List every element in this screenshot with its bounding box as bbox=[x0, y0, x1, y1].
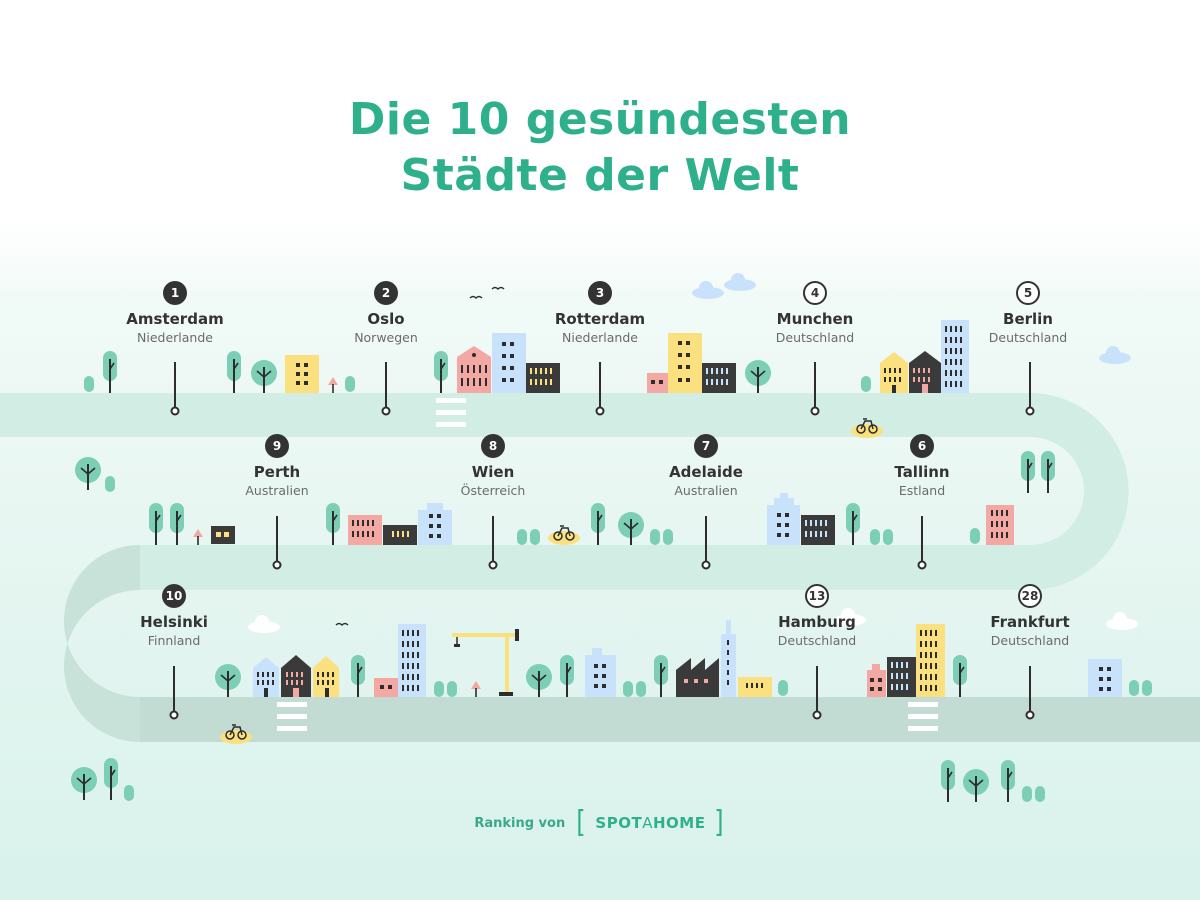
logo-text-spot: SPOT bbox=[595, 814, 643, 832]
rank-badge: 10 bbox=[162, 584, 186, 608]
city-name: Adelaide bbox=[669, 463, 743, 481]
rank-badge: 3 bbox=[588, 281, 612, 305]
title-line-1: Die 10 gesündesten bbox=[348, 94, 852, 145]
city-country: Norwegen bbox=[354, 330, 418, 345]
city-label-3: 3 Rotterdam Niederlande bbox=[520, 281, 680, 347]
city-name: Perth bbox=[253, 463, 301, 481]
logo-bracket-right: ] bbox=[714, 805, 725, 840]
road-bottom-lane bbox=[140, 697, 1200, 742]
city-name: Rotterdam bbox=[554, 310, 646, 328]
city-label-10: 10 Helsinki Finnland bbox=[94, 584, 254, 650]
city-name: Helsinki bbox=[140, 613, 208, 631]
city-label-8: 8 Wien Österreich bbox=[413, 434, 573, 500]
city-country: Deutschland bbox=[988, 330, 1068, 345]
infographic-title: Die 10 gesündesten Städte der Welt bbox=[0, 92, 1200, 204]
city-label-9: 9 Perth Australien bbox=[197, 434, 357, 500]
city-label-6: 6 Tallinn Estland bbox=[842, 434, 1002, 500]
rank-badge: 8 bbox=[481, 434, 505, 458]
city-country: Niederlande bbox=[137, 330, 213, 345]
city-label-7: 7 Adelaide Australien bbox=[626, 434, 786, 500]
rank-badge: 5 bbox=[1016, 281, 1040, 305]
city-label-4: 4 Munchen Deutschland bbox=[735, 281, 895, 347]
ranking-by-label: Ranking von bbox=[474, 815, 566, 831]
rank-badge: 9 bbox=[265, 434, 289, 458]
crane-icon bbox=[452, 629, 519, 696]
city-name: Hamburg bbox=[778, 613, 856, 631]
city-country: Australien bbox=[245, 483, 309, 498]
city-country: Niederlande bbox=[562, 330, 638, 345]
city-label-28: 28 Frankfurt Deutschland bbox=[950, 584, 1110, 650]
city-country: Deutschland bbox=[990, 633, 1070, 648]
rank-badge: 28 bbox=[1018, 584, 1042, 608]
title-line-2: Städte der Welt bbox=[400, 150, 800, 201]
city-label-5: 5 Berlin Deutschland bbox=[948, 281, 1108, 347]
logo-text-home: HOME bbox=[652, 814, 706, 832]
city-country: Deutschland bbox=[775, 330, 855, 345]
city-country: Australien bbox=[674, 483, 738, 498]
city-name: Berlin bbox=[1003, 310, 1053, 328]
city-name: Wien bbox=[471, 463, 515, 481]
city-country: Deutschland bbox=[777, 633, 857, 648]
rank-badge: 6 bbox=[910, 434, 934, 458]
footer-credit: Ranking von [ SPOTAHOME ] bbox=[0, 805, 1200, 840]
logo-text-a: A bbox=[642, 814, 653, 832]
rank-badge: 7 bbox=[694, 434, 718, 458]
rank-badge: 4 bbox=[803, 281, 827, 305]
city-name: Munchen bbox=[776, 310, 854, 328]
city-name: Frankfurt bbox=[990, 613, 1070, 631]
rank-badge: 2 bbox=[374, 281, 398, 305]
city-country: Finnland bbox=[147, 633, 201, 648]
city-label-1: 1 Amsterdam Niederlande bbox=[95, 281, 255, 347]
city-country: Österreich bbox=[460, 483, 526, 498]
city-name: Amsterdam bbox=[126, 310, 224, 328]
logo-bracket-left: [ bbox=[576, 805, 587, 840]
road-top bbox=[0, 393, 1200, 742]
spotahome-logo: [ SPOTAHOME ] bbox=[575, 805, 725, 840]
city-label-2: 2 Oslo Norwegen bbox=[306, 281, 466, 347]
city-name: Tallinn bbox=[894, 463, 950, 481]
rank-badge: 13 bbox=[805, 584, 829, 608]
city-label-13: 13 Hamburg Deutschland bbox=[737, 584, 897, 650]
city-country: Estland bbox=[898, 483, 946, 498]
rank-badge: 1 bbox=[163, 281, 187, 305]
city-name: Oslo bbox=[367, 310, 405, 328]
